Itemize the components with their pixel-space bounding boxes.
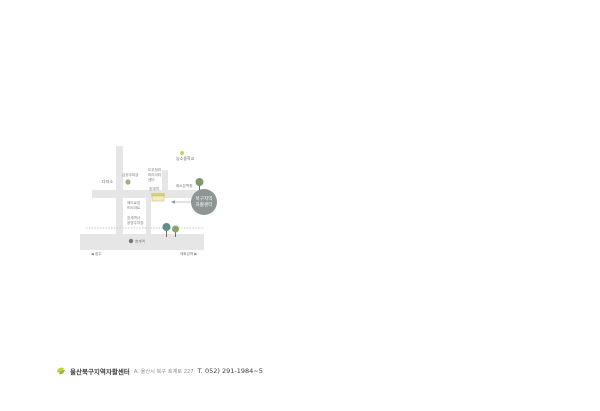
label-academy-3: 센터: [148, 177, 155, 182]
tree-top-school: [180, 151, 184, 155]
label-dir-right: 태화강역 ▶: [180, 251, 197, 256]
road-vertical-center: [146, 198, 151, 236]
label-dual-2: 뜨리마트: [127, 205, 141, 210]
center-label-line1: 북구지역: [196, 195, 213, 202]
center-badge: [191, 189, 217, 215]
label-shop-left: 금성우마금: [122, 172, 139, 177]
phone: T. 052) 291-1984~5: [197, 367, 263, 375]
road-railway-band: [80, 234, 204, 250]
road-network: [80, 146, 208, 250]
label-academy-2: 마리아타: [148, 172, 162, 177]
station-marker-icon: [128, 238, 134, 244]
footer: 울산북구지역자활센터 A. 울산시 북구 호계로 227 T. 052) 291…: [56, 364, 263, 378]
label-apt-1: 호계역사: [127, 215, 141, 220]
label-dual-1: 메드로업: [127, 200, 140, 205]
address: A. 울산시 북구 호계로 227: [133, 368, 194, 375]
road-horizontal-main: [92, 190, 208, 198]
station-building-icon: [151, 193, 165, 202]
tree-right: [195, 178, 204, 190]
tree-left: [125, 179, 131, 185]
arrow-head-icon: [171, 200, 175, 204]
label-hoegye: 호계역: [149, 186, 159, 191]
label-academy-1: 도우정리: [148, 167, 161, 172]
label-north-school: 농소중학교: [176, 155, 195, 161]
org-name: 울산북구지역자활센터: [70, 368, 130, 376]
tree-pair-center: [162, 223, 179, 237]
label-station: 호계역: [135, 239, 145, 244]
label-youth-shop: 희소은학원: [176, 183, 193, 188]
leaf-logo-icon: [57, 367, 65, 375]
label-apt-2: 공영주차장: [127, 220, 144, 225]
label-dajisoy: 다지소: [102, 178, 113, 184]
center-label-line2: 자활센터: [196, 201, 213, 208]
label-dir-left: ◀ 경주: [91, 251, 102, 256]
road-vertical-right: [162, 170, 168, 191]
